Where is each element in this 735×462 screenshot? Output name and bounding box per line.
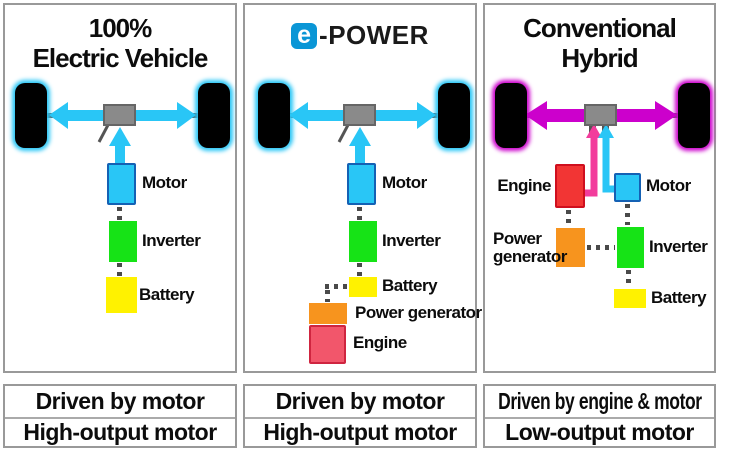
right-drive-arrow [375,102,436,129]
right-drive-arrow [616,101,677,130]
inverter-box [349,221,377,262]
axle-stub [337,124,350,143]
battery-label: Battery [382,276,438,295]
battery-box [614,289,646,308]
engine-to-axle-line [584,133,598,197]
left-drive-arrow [525,101,586,130]
battery-box [106,277,137,313]
power-generator-box [556,228,585,267]
drive-type-row: Driven by motor [35,388,205,414]
battery-label: Battery [651,288,707,307]
drivetrain-graphic [513,101,691,197]
epower-e-badge: e [291,22,318,49]
motor-box [347,163,376,205]
inverter-label: Inverter [649,237,708,256]
left-wheel [495,83,527,148]
left-drive-arrow [289,102,345,129]
motor-box [107,163,136,205]
motor-to-axle-arrow [349,127,371,165]
right-wheel [198,83,230,148]
axle-stub [97,124,110,143]
title-line2: Electric Vehicle [32,43,209,73]
motor-box [614,173,641,202]
summary-box-epower: Driven by motor High-output motor [243,384,477,448]
power-generator-box [309,303,347,324]
inverter-battery-connector [117,263,122,276]
left-drive-arrow [49,102,105,129]
engine-label: Engine [353,333,407,352]
panel-conventional-hybrid: Conventional Hybrid Engine Motor Power g… [483,3,716,373]
engine-label: Engine [497,176,551,195]
power-generator-label: Power generator [493,229,567,266]
left-wheel [15,83,47,148]
epower-logo-text: -POWER [319,20,429,50]
drive-type-row: Driven by motor [275,388,445,414]
summary-box-conventional-hybrid: Driven by engine & motor Low-output moto… [483,384,716,448]
left-wheel [258,83,290,148]
engine-generator-connector [566,210,571,226]
inverter-box [617,227,644,268]
gearbox [584,104,617,126]
battery-label: Battery [139,285,195,304]
drive-type-row: Driven by engine & motor [485,386,714,417]
power-generator-label: Power generator [355,303,482,322]
motor-type-row: Low-output motor [485,417,714,446]
motor-label: Motor [382,173,427,192]
battery-box [349,277,377,297]
motor-type-row: High-output motor [5,417,235,446]
gearbox [343,104,376,126]
epower-logo: e -POWER [245,20,475,51]
panel-title: Conventional Hybrid [485,13,714,73]
motor-label: Motor [646,176,691,195]
battery-generator-connector-h [325,284,347,289]
title-line2: Hybrid [561,43,638,73]
motor-to-axle-line [602,133,617,193]
summary-box-electric-vehicle: Driven by motor High-output motor [3,384,237,448]
motor-type-row: High-output motor [245,417,475,446]
inverter-battery-connector [357,263,362,276]
battery-generator-connector-v [325,290,330,302]
right-drive-arrow [135,102,196,129]
drivetrain-graphic [35,102,210,165]
panel-epower: e -POWER Motor Inverter Battery Power ge… [243,3,482,373]
title-line1: Conventional [523,13,677,43]
inverter-box [109,221,137,262]
motor-inverter-connector [117,207,122,220]
inverter-label: Inverter [142,231,201,250]
inverter-battery-connector [626,270,631,287]
right-wheel [438,83,470,148]
engine-arrowhead [586,124,602,138]
inverter-label: Inverter [382,231,441,250]
title-line1: 100% [88,13,153,43]
motor-label: Motor [142,173,187,192]
generator-inverter-connector [587,245,615,250]
motor-inverter-connector [357,207,362,220]
gearbox [103,104,136,126]
engine-box [555,164,585,208]
drivetrain-graphic [275,102,450,165]
drive-type-text: Driven by engine & motor [497,388,702,414]
panel-electric-vehicle: 100% Electric Vehicle Motor Inverter Bat… [3,3,237,373]
panel-title: 100% Electric Vehicle [5,13,235,73]
motor-arrowhead [598,124,614,138]
engine-box [309,325,346,364]
right-wheel [678,83,710,148]
motor-inverter-connector [625,204,630,225]
motor-to-axle-arrow [109,127,131,165]
